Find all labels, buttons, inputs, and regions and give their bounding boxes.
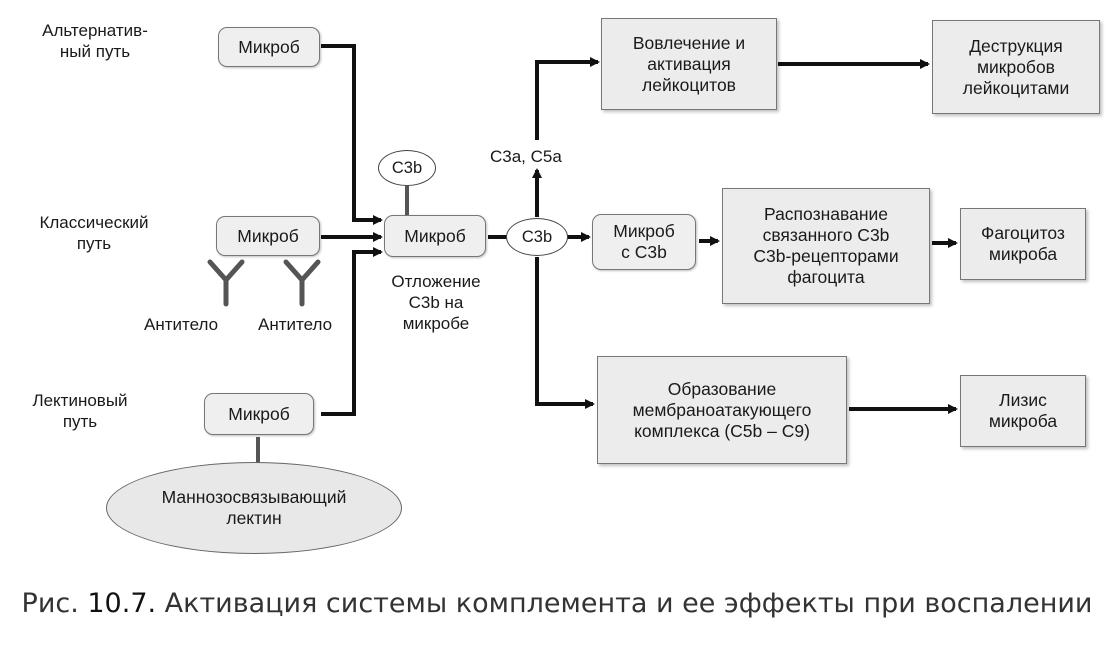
classical-pathway-label: Классический путь [39, 213, 149, 253]
caption-prefix: Рис. [21, 588, 88, 619]
arrow-lectin-to-microbe [321, 247, 383, 416]
arrow-c3a-to-leukocytes [535, 57, 600, 140]
c3a-c5a-label: С3а, С5а [490, 147, 562, 166]
lysis-box: Лизис микроба [960, 375, 1086, 447]
microbe-classical-box: Микроб [216, 216, 320, 256]
leukocyte-involvement-box: Вовлечение и активация лейкоцитов [601, 18, 777, 110]
antibody-left-shape [207, 259, 245, 307]
deposition-label: Отложение С3b на микробе [391, 272, 481, 333]
microbe-center-box: Микроб [384, 215, 486, 257]
c3b-right-oval: С3b [506, 218, 568, 256]
lectin-pathway-label: Лектиновый путь [32, 391, 128, 431]
caption-number: 10.7. [87, 588, 157, 619]
connector-layer [207, 44, 958, 464]
microbe-lectin-box: Микроб [204, 393, 314, 435]
mac-formation-box: Образование мембраноатакующего комплекса… [597, 356, 847, 464]
antibody-right-shape [283, 259, 321, 307]
phagocytosis-box: Фагоцитоз микроба [960, 208, 1086, 280]
complement-activation-diagram: Альтернатив- ный путь Классический путь … [32, 18, 1100, 554]
antibody-left-label: Антитело [144, 315, 219, 334]
microbe-destruction-box: Деструкция микробов лейкоцитами [932, 20, 1100, 114]
mannose-lectin-oval: Маннозосвязывающий лектин [106, 462, 402, 554]
caption-text: Активация системы комплемента и ее эффек… [156, 588, 1093, 619]
recognition-box: Распознавание связанного С3b С3b-рецепто… [722, 188, 930, 304]
arrow-alternative-to-microbe [321, 44, 383, 225]
c3b-top-oval: С3b [378, 150, 436, 186]
microbe-alternative-box: Микроб [218, 27, 320, 67]
alternative-pathway-label: Альтернатив- ный путь [42, 21, 148, 61]
microbe-with-c3b-box: Микроб с С3b [592, 214, 696, 270]
figure-caption: Рис. 10.7. Активация системы комплемента… [0, 588, 1114, 619]
antibody-right-label: Антитело [258, 315, 333, 334]
arrow-c3b-to-mac [535, 257, 595, 409]
